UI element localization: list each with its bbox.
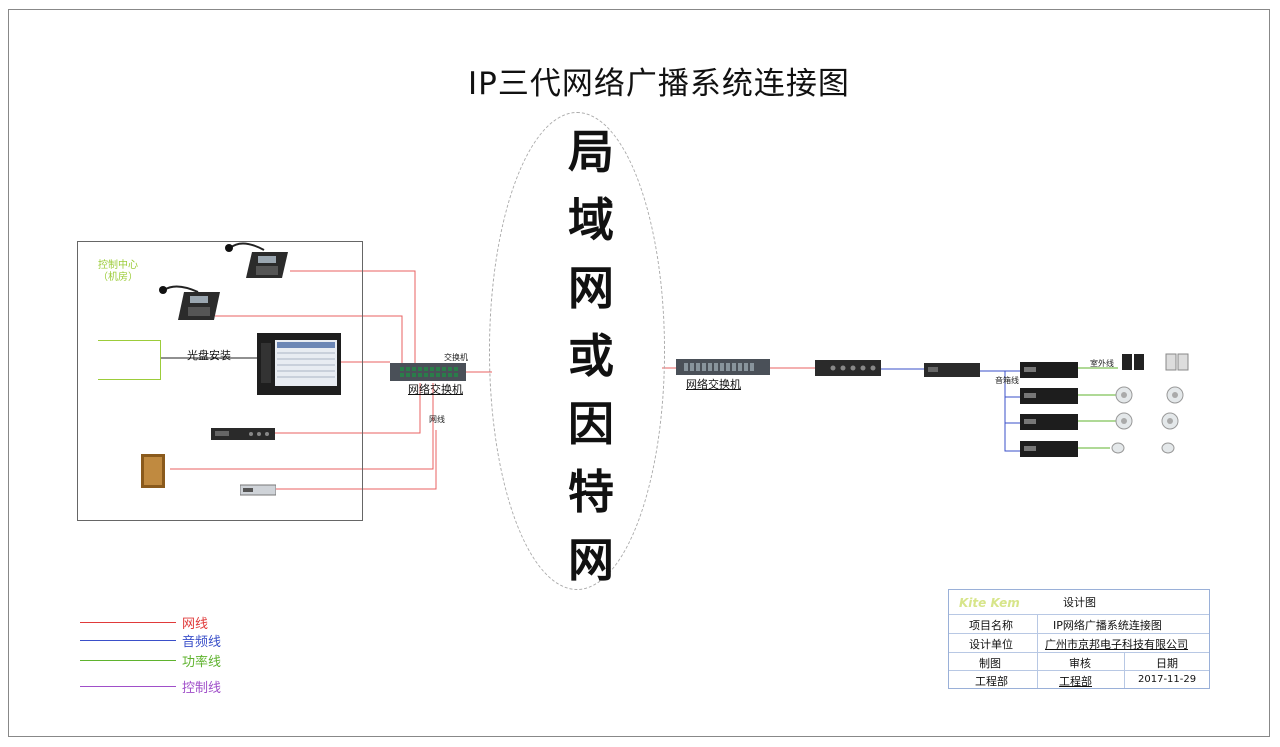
company-logo: Kite Kem xyxy=(959,596,1020,610)
legend-swatch xyxy=(80,640,176,641)
title-block: Kite Kem 设计图 项目名称 IP网络广播系统连接图 设计单位 广州市京邦… xyxy=(948,589,1210,689)
ceiling-speaker-icon xyxy=(1115,411,1195,431)
legend-control: 控制线 xyxy=(80,677,221,696)
cloud-char: 或 xyxy=(568,322,614,390)
cloud-char: 域 xyxy=(568,186,614,254)
preamp-icon xyxy=(924,363,980,377)
tb-rule xyxy=(949,614,1209,615)
remote-switch-label: 网络交换机 xyxy=(686,376,741,392)
tb-rule xyxy=(949,652,1209,653)
ceiling-speaker-icon xyxy=(1108,440,1188,456)
paging-mic-icon xyxy=(156,280,226,326)
network-cable-label: 网线 xyxy=(429,414,445,425)
control-center-subtitle: （机房） xyxy=(98,272,138,284)
remote-terminal-icon xyxy=(815,360,881,376)
legend-audio: 音频线 xyxy=(80,631,221,650)
outdoor-wire-label: 室外线 xyxy=(1090,358,1114,369)
cloud-text: 局 域 网 或 因 特 网 xyxy=(556,118,626,594)
speaker-cabinet-icon xyxy=(141,454,165,488)
legend-swatch xyxy=(80,622,176,623)
cloud-char: 网 xyxy=(568,526,614,594)
legend-swatch xyxy=(80,686,176,687)
paging-mic-icon xyxy=(222,236,292,282)
date-value: 2017-11-29 xyxy=(1138,674,1196,685)
network-switch-icon xyxy=(390,363,466,381)
legend-label: 音频线 xyxy=(182,631,221,650)
speaker-wire-label: 音箱线 xyxy=(995,375,1019,386)
cloud-char: 网 xyxy=(568,254,614,322)
switch-top-label: 交换机 xyxy=(444,352,468,363)
tb-divider xyxy=(1037,614,1038,688)
power-amp-icon xyxy=(1020,414,1078,430)
review-value: 工程部 xyxy=(1059,673,1092,689)
broadcast-server-icon xyxy=(257,333,341,395)
tb-rule xyxy=(949,633,1209,634)
legend-label: 控制线 xyxy=(182,677,221,696)
unit-label: 设计单位 xyxy=(969,636,1013,652)
wall-speaker-icon xyxy=(1120,352,1190,374)
control-center-title: 控制中心 xyxy=(98,260,138,272)
tb-divider xyxy=(1124,652,1125,688)
project-label: 项目名称 xyxy=(969,617,1013,633)
central-switch-label: 网络交换机 xyxy=(408,381,463,397)
ceiling-speaker-icon xyxy=(1115,385,1195,405)
remote-switch-icon xyxy=(676,359,770,375)
legend-label: 网线 xyxy=(182,613,208,632)
power-amp-icon xyxy=(1020,441,1078,457)
power-amp-icon xyxy=(1020,362,1078,378)
ip-terminal-icon xyxy=(240,483,276,497)
design-label: 设计图 xyxy=(1063,594,1096,610)
cloud-char: 因 xyxy=(568,390,614,458)
date-label: 日期 xyxy=(1156,655,1178,671)
draw-label: 制图 xyxy=(979,655,1001,671)
legend-power: 功率线 xyxy=(80,651,221,670)
control-center-label: 控制中心 （机房） xyxy=(98,260,138,284)
legend-network: 网线 xyxy=(80,613,208,632)
power-amp-icon xyxy=(1020,388,1078,404)
legend-swatch xyxy=(80,660,176,661)
project-value: IP网络广播系统连接图 xyxy=(1053,617,1162,633)
review-label: 审核 xyxy=(1069,655,1091,671)
rack-amplifier-icon xyxy=(211,427,275,441)
fiber-label: 光盘安装 xyxy=(187,347,231,363)
unit-value: 广州市京邦电子科技有限公司 xyxy=(1045,636,1188,652)
fiber-converter xyxy=(98,340,161,380)
draw-value: 工程部 xyxy=(975,673,1008,689)
cloud-char: 局 xyxy=(568,118,614,186)
legend-label: 功率线 xyxy=(182,651,221,670)
cloud-char: 特 xyxy=(568,458,614,526)
